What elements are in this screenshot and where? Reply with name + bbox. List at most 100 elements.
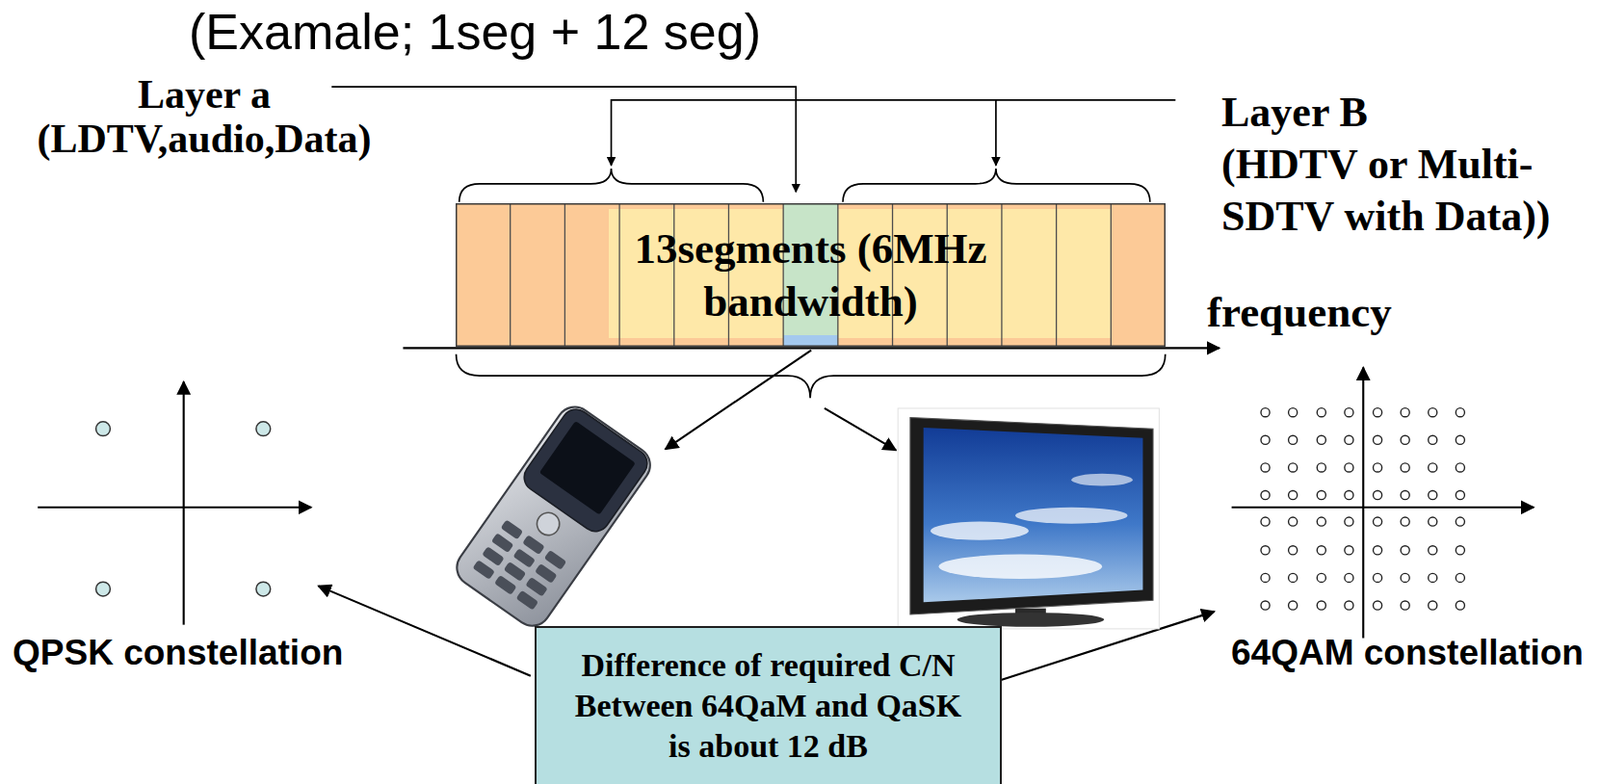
constellation-point <box>1428 601 1438 610</box>
constellation-point <box>1288 435 1298 445</box>
frequency-axis <box>402 346 1219 349</box>
axis <box>37 506 312 509</box>
constellation-point <box>1428 463 1438 473</box>
constellation-point <box>1428 490 1438 499</box>
note-text: Difference of required C/N Between 64QaM… <box>568 645 969 767</box>
constellation-point <box>1344 573 1354 582</box>
constellation-point <box>1373 435 1383 445</box>
constellation-point <box>1400 408 1410 418</box>
constellation-point <box>1316 601 1326 610</box>
leader-line <box>995 100 997 166</box>
brace <box>456 354 1166 399</box>
segment-divider <box>1110 203 1112 347</box>
constellation-point <box>1373 463 1383 473</box>
phone-body <box>449 399 657 633</box>
constellation-point <box>1260 463 1270 473</box>
mobile-phone <box>449 399 657 633</box>
arrow <box>824 408 896 450</box>
constellation-point <box>1260 435 1270 445</box>
constellation-label: QPSK constellation <box>12 631 343 675</box>
constellation-point <box>1400 573 1410 582</box>
qpsk-constellation <box>37 381 312 625</box>
tv-stand <box>957 612 1105 628</box>
constellation-point <box>1260 490 1270 499</box>
constellation-point <box>1344 490 1354 499</box>
brace <box>842 168 1151 203</box>
constellation-point <box>1373 601 1383 610</box>
constellation-point <box>1344 546 1354 555</box>
qam64-constellation <box>1232 367 1535 639</box>
brace <box>459 168 764 203</box>
constellation-point <box>1455 463 1465 473</box>
constellation-point <box>1288 573 1298 582</box>
segment-divider <box>1000 203 1002 347</box>
label-text: 64QAM constellation <box>1231 631 1584 675</box>
leader-line <box>611 100 1177 166</box>
note-box: Difference of required C/N Between 64QaM… <box>534 626 1002 784</box>
layer-description: (HDTV or Multi-SDTV with Data)) <box>1221 138 1569 243</box>
constellation-point <box>1260 546 1270 555</box>
phone-screen <box>539 420 636 516</box>
cloud <box>1071 473 1133 487</box>
constellation-point <box>1316 490 1326 499</box>
center-segment-strip <box>783 335 839 347</box>
band-border <box>456 204 1166 347</box>
constellation-point <box>96 421 111 437</box>
constellation-point <box>1400 546 1410 555</box>
label-text: frequency <box>1206 287 1392 338</box>
constellation-point <box>1400 490 1410 499</box>
constellation-point <box>1455 490 1465 499</box>
constellation-point <box>1288 408 1298 418</box>
constellation-point <box>1455 517 1465 526</box>
label-text: (HDTV or Multi-SDTV with Data)) <box>1221 138 1569 243</box>
segment-divider <box>618 203 620 347</box>
tv-bezel <box>910 417 1154 615</box>
constellation-point <box>1344 463 1354 473</box>
layer-heading: Layer a <box>137 71 271 118</box>
constellation-point <box>1400 435 1410 445</box>
leader-line <box>331 86 796 192</box>
constellation-point <box>1316 435 1326 445</box>
constellation-point <box>1400 601 1410 610</box>
constellation-point <box>1428 546 1438 555</box>
label-text: Layer B <box>1221 86 1368 139</box>
phone-button <box>532 508 564 540</box>
constellation-point <box>1260 573 1270 582</box>
constellation-point <box>1373 490 1383 499</box>
constellation-point <box>1260 408 1270 418</box>
constellation-point <box>256 421 271 437</box>
constellation-point <box>1455 601 1465 610</box>
constellation-point <box>1344 601 1354 610</box>
label-text: (LDTV,audio,Data) <box>37 115 372 162</box>
segment-band: 13segments (6MHz bandwidth) <box>455 203 1166 347</box>
band-ground <box>455 203 1166 347</box>
constellation-point <box>1316 517 1326 526</box>
constellation-point <box>1373 517 1383 526</box>
constellation-point <box>1288 601 1298 610</box>
layer-description: (LDTV,audio,Data) <box>37 115 372 162</box>
constellation-point <box>1428 435 1438 445</box>
constellation-point <box>1288 517 1298 526</box>
constellation-point <box>1428 408 1438 418</box>
axis <box>1232 506 1535 509</box>
axis <box>1362 367 1364 639</box>
constellation-point <box>1316 408 1326 418</box>
constellation-point <box>1373 408 1383 418</box>
constellation-point <box>1400 463 1410 473</box>
constellation-point <box>1288 490 1298 499</box>
axis-label: frequency <box>1206 287 1392 338</box>
title-text: (Examale; 1seg + 12 seg) <box>188 3 761 62</box>
layer-heading: Layer B <box>1221 86 1368 139</box>
segment-divider <box>509 203 511 347</box>
segment-divider <box>564 203 566 347</box>
constellation-point <box>1373 573 1383 582</box>
segment-divider <box>1055 203 1057 347</box>
constellation-point <box>1428 517 1438 526</box>
label-text: QPSK constellation <box>12 631 343 675</box>
constellation-point <box>1344 408 1354 418</box>
constellation-point <box>96 581 111 597</box>
constellation-point <box>1288 463 1298 473</box>
constellation-point <box>1316 546 1326 555</box>
photo-frame <box>897 408 1159 630</box>
